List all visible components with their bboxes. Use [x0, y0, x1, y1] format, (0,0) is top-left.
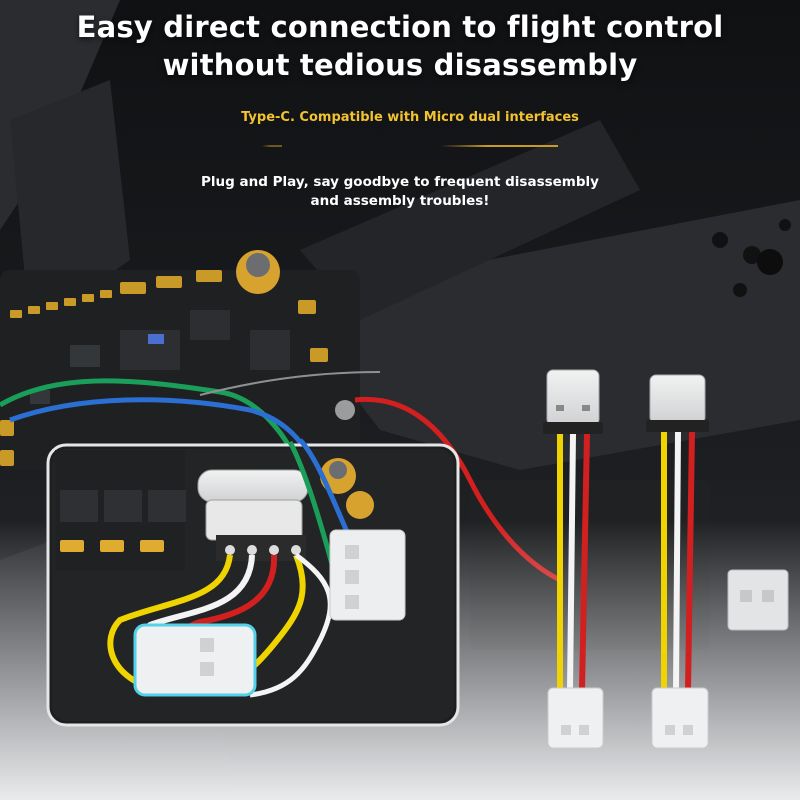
feature-label: Type-C. Compatible with Micro dual inter…: [241, 110, 579, 125]
headline-line-1: Easy direct connection to flight control: [76, 10, 724, 44]
micro-cable: [646, 374, 709, 749]
divider-left: [262, 145, 282, 147]
headline: Easy direct connection to flight control…: [0, 8, 800, 84]
subline: Plug and Play, say goodbye to frequent d…: [150, 173, 650, 211]
divider-right: [440, 145, 558, 147]
typec-cable: [543, 369, 604, 749]
headline-line-2: without tedious disassembly: [162, 48, 638, 82]
inset-detail-photo: [46, 438, 460, 727]
subline-line-1: Plug and Play, say goodbye to frequent d…: [201, 174, 599, 190]
subline-line-2: and assembly troubles!: [310, 193, 490, 209]
